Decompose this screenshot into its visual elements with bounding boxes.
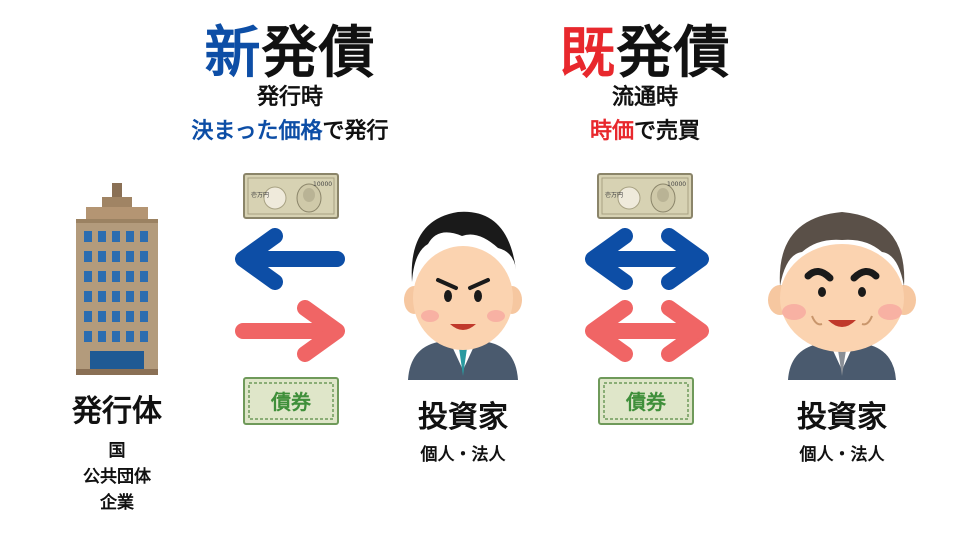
new-bond-desc-accent: 決まった価格 [191,119,323,144]
investor2-sub: 個人・法人 [799,445,885,465]
new-bond-title: 新発債 [180,24,400,84]
issuer-item: 公共団体 [83,467,151,487]
new-bond-title-accent: 新 [204,21,262,86]
investor1-block: 投資家 個人・法人 [393,400,533,468]
investor1-title: 投資家 [418,400,508,435]
bond-label: 債券 [625,390,667,414]
investor-young-icon [398,200,528,380]
existing-bond-desc-rest: で売買 [634,119,701,144]
existing-bond-title-rest: 発債 [616,21,731,86]
issuer-title: 発行体 [72,394,162,429]
existing-bond-subtitle: 流通時 [611,85,678,110]
issuer-block: 発行体 国 公共団体 企業 [52,394,182,516]
new-bond-subtitle: 発行時 [256,85,323,110]
investor-older-icon [762,200,922,380]
bond-label: 債券 [270,390,312,414]
bill-kanji: 壱万円 [251,191,269,199]
bill-denomination: 10000 [667,181,686,188]
existing-bond-title-accent: 既 [559,21,617,86]
bill-kanji: 壱万円 [605,191,623,199]
investor2-title: 投資家 [797,400,887,435]
bond-certificate-icon: 債券 [243,377,339,425]
banknote-icon: 10000 壱万円 [597,173,693,219]
new-bond-heading: 新発債 発行時 [180,24,400,112]
new-bond-description: 決まった価格で発行 [150,118,430,146]
new-bond-desc-rest: で発行 [322,119,389,144]
bond-certificate-icon: 債券 [598,377,694,425]
existing-bond-desc-accent: 時価 [589,119,634,144]
building-icon [72,183,162,375]
issuer-item: 国 [108,441,126,461]
investor2-block: 投資家 個人・法人 [772,400,912,468]
arrow-bond-to-investor [235,300,345,362]
existing-bond-title: 既発債 [535,24,755,84]
bill-denomination: 10000 [313,181,332,188]
new-bond-title-rest: 発債 [261,21,376,86]
existing-bond-description: 時価で売買 [535,118,755,146]
double-arrow-money [585,228,709,290]
banknote-icon: 10000 壱万円 [243,173,339,219]
existing-bond-heading: 既発債 流通時 [535,24,755,112]
double-arrow-bond [585,300,709,362]
issuer-item: 企業 [100,493,134,513]
arrow-money-to-issuer [235,228,345,290]
investor1-sub: 個人・法人 [420,445,506,465]
